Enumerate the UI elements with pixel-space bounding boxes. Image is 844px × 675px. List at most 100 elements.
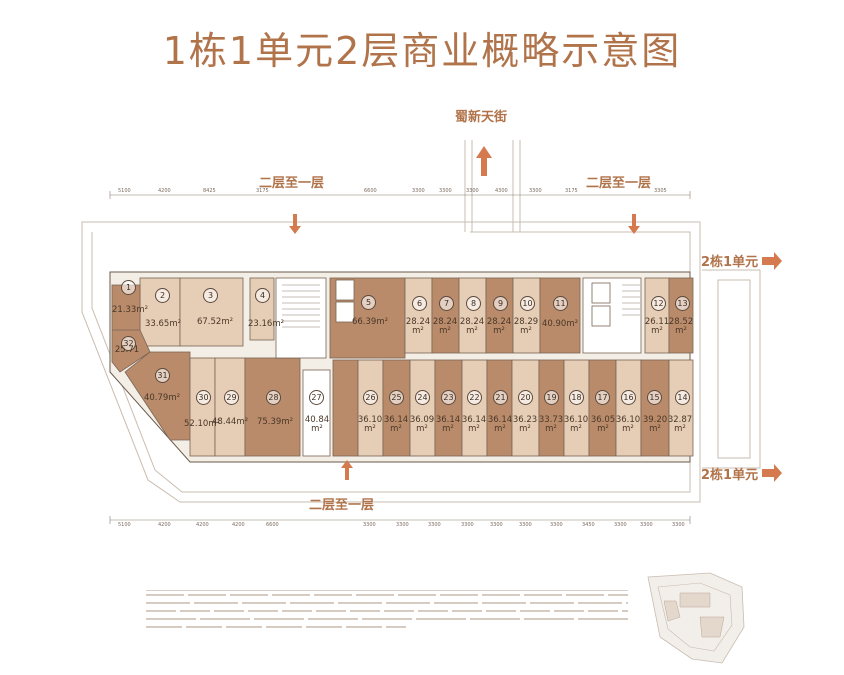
dimension-label: 3300 — [439, 188, 452, 194]
unit-number: 15 — [647, 390, 662, 405]
dimension-label: 3175 — [256, 188, 269, 194]
unit-area: 40.79m² — [143, 393, 181, 403]
unit-number: 27 — [309, 390, 324, 405]
dimension-label: 3300 — [529, 188, 542, 194]
unit-number: 17 — [595, 390, 610, 405]
unit-area: 36.23 m² — [512, 415, 538, 434]
unit-area: 23.16m² — [248, 319, 285, 329]
unit-area: 36.14 m² — [461, 415, 487, 434]
unit-number: 29 — [224, 390, 239, 405]
unit-number: 30 — [196, 390, 211, 405]
unit-area: 36.10 m² — [563, 415, 589, 434]
unit-number: 8 — [466, 296, 481, 311]
unit-area: 40.90m² — [541, 319, 579, 329]
dimension-label: 4200 — [196, 522, 209, 528]
unit-number: 21 — [493, 390, 508, 405]
dimension-label: 4200 — [232, 522, 245, 528]
unit-number: 9 — [493, 296, 508, 311]
dimension-label: 3300 — [614, 522, 627, 528]
unit-area: 36.14 m² — [383, 415, 409, 434]
unit-area: 28.24 m² — [486, 317, 512, 336]
dimension-label: 3300 — [466, 188, 479, 194]
dimension-label: 5100 — [118, 522, 131, 528]
unit-number: 1 — [121, 280, 136, 295]
dimension-label: 3300 — [490, 522, 503, 528]
dimension-label: 4200 — [158, 188, 171, 194]
unit-number: 22 — [467, 390, 482, 405]
dimension-label: 6600 — [364, 188, 377, 194]
unit-number: 6 — [412, 296, 427, 311]
dimension-label: 3300 — [396, 522, 409, 528]
entrance-bottom: 二层至一层 — [309, 498, 375, 513]
unit-area: 28.52 m² — [668, 317, 694, 336]
unit-area: 26.11 m² — [644, 317, 670, 336]
unit-number: 20 — [518, 390, 533, 405]
dimension-label: 3300 — [640, 522, 653, 528]
unit-area: 67.52m² — [196, 317, 234, 327]
unit-area: 48.44m² — [212, 417, 249, 427]
unit-area: 32.87 m² — [667, 415, 693, 434]
dimension-label: 4200 — [158, 522, 171, 528]
dimension-label: 3300 — [461, 522, 474, 528]
unit-number: 32 — [121, 336, 136, 351]
unit-number: 7 — [439, 296, 454, 311]
unit-number: 23 — [441, 390, 456, 405]
unit-area: 21.33m² — [112, 305, 149, 315]
entrance-top-left: 二层至一层 — [259, 176, 325, 191]
dimension-label: 3300 — [550, 522, 563, 528]
dimension-label: 3450 — [582, 522, 595, 528]
unit-area: 36.14 m² — [435, 415, 461, 434]
unit-number: 18 — [569, 390, 584, 405]
unit-number: 26 — [363, 390, 378, 405]
dimension-label: 6600 — [266, 522, 279, 528]
unit-number: 16 — [621, 390, 636, 405]
dimension-label: 8425 — [203, 188, 216, 194]
unit-area: 33.65m² — [145, 319, 182, 329]
street-label: 蜀新天街 — [455, 110, 508, 125]
unit-number: 13 — [675, 296, 690, 311]
unit-number: 3 — [203, 288, 218, 303]
unit-number: 19 — [544, 390, 559, 405]
unit-area: 36.10 m² — [615, 415, 641, 434]
unit-number: 11 — [553, 296, 568, 311]
unit-number: 14 — [675, 390, 690, 405]
unit-number: 12 — [651, 296, 666, 311]
unit-number: 10 — [520, 296, 535, 311]
entrance-right-top: 2栋1单元 — [701, 255, 759, 270]
unit-number: 5 — [361, 295, 376, 310]
dimension-label: 3305 — [654, 188, 667, 194]
unit-area: 36.09 m² — [409, 415, 435, 434]
unit-area: 39.20 m² — [642, 415, 668, 434]
entrance-right-bottom: 2栋1单元 — [701, 468, 759, 483]
disclaimer-notes — [146, 590, 628, 634]
unit-number: 2 — [155, 288, 170, 303]
unit-number: 31 — [155, 368, 170, 383]
unit-area: 28.24 m² — [432, 317, 458, 336]
unit-area: 28.24 m² — [459, 317, 485, 336]
unit-area: 52.10m² — [184, 419, 221, 429]
unit-area: 28.29 m² — [513, 317, 539, 336]
page-title: 1栋1单元2层商业概略示意图 — [162, 29, 682, 73]
unit-area: 40.84 m² — [304, 415, 330, 434]
unit-number: 28 — [266, 390, 281, 405]
dimension-label: 3300 — [412, 188, 425, 194]
unit-number: 25 — [389, 390, 404, 405]
dimension-label: 3300 — [672, 522, 685, 528]
dimension-label: 3300 — [363, 522, 376, 528]
unit-number: 4 — [255, 288, 270, 303]
unit-area: 75.39m² — [256, 417, 294, 427]
dimension-label: 3300 — [519, 522, 532, 528]
dimension-label: 3175 — [565, 188, 578, 194]
dimension-label: 3300 — [428, 522, 441, 528]
unit-area: 36.05 m² — [590, 415, 616, 434]
unit-area: 28.24 m² — [405, 317, 431, 336]
unit-area: 25.71 — [114, 345, 140, 355]
dimension-label: 4300 — [495, 188, 508, 194]
unit-number: 24 — [415, 390, 430, 405]
unit-area: 66.39m² — [351, 317, 389, 327]
entrance-top-right: 二层至一层 — [586, 176, 652, 191]
unit-area: 36.10 m² — [357, 415, 383, 434]
location-map — [647, 572, 745, 664]
dimension-label: 5100 — [118, 188, 131, 194]
